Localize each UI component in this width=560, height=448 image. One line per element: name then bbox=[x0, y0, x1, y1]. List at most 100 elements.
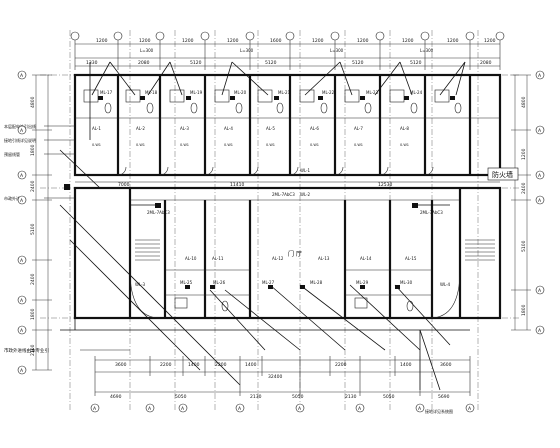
dim-right-3: 2400 bbox=[521, 182, 527, 194]
axis-letter: A bbox=[20, 73, 24, 79]
dim-top-outer-5: 1600 bbox=[270, 38, 282, 44]
axis-letter: A bbox=[538, 288, 542, 294]
axis-letter: A bbox=[20, 368, 24, 374]
ml-label: ML-29 bbox=[356, 280, 369, 285]
axis-letter: A bbox=[20, 128, 24, 134]
dim-top-inner-6: 5120 bbox=[410, 60, 422, 66]
axis-letter: A bbox=[538, 328, 542, 334]
top-dimensions: 1200 1200 1200 1200 1600 1200 1200 1200 … bbox=[74, 38, 501, 70]
axis-letter: A bbox=[20, 198, 24, 204]
ml-label: ML-26 bbox=[213, 280, 226, 285]
level-note-1: L=300 bbox=[140, 48, 154, 53]
dim-bottom-r2-5: 2130 bbox=[345, 394, 357, 400]
axis-letter: A bbox=[538, 198, 542, 204]
box-label: 2ML-7AbC3 bbox=[147, 210, 170, 215]
ml-label: ML-17 bbox=[100, 90, 113, 95]
dim-right-5: 1800 bbox=[521, 304, 527, 316]
room-note: 0.W1 bbox=[310, 143, 319, 147]
dim-top-inner-2: 2080 bbox=[138, 60, 150, 66]
axis-letter: A bbox=[93, 406, 97, 412]
ml-label: ML-20 bbox=[234, 90, 247, 95]
room-note: 0.W1 bbox=[224, 143, 233, 147]
dim-top-inner-1: 1330 bbox=[86, 60, 98, 66]
dim-bottom-total: 32400 bbox=[268, 374, 282, 380]
ml-label: ML-21 bbox=[278, 90, 291, 95]
wiring bbox=[59, 61, 470, 391]
dim-bottom-2: 2200 bbox=[160, 362, 172, 368]
axis-letter: A bbox=[538, 73, 542, 79]
left-notes: 本层配电箱引出线 接地引线详见说明 预留线管 市政外进线 市政外进线由本专业引 bbox=[4, 123, 130, 354]
electrical-boxes bbox=[64, 96, 455, 289]
room-note: 0.W1 bbox=[92, 143, 101, 147]
al-label: AL-1 bbox=[92, 126, 101, 131]
al-label: AL-10 bbox=[185, 256, 197, 261]
dim-right-1: 4800 bbox=[521, 96, 527, 108]
room-note: 0.W1 bbox=[266, 143, 275, 147]
ml-label: ML-23 bbox=[366, 90, 379, 95]
wl-label: WL-3 bbox=[135, 282, 146, 287]
corridor-dim-2: 11410 bbox=[230, 182, 244, 188]
al-label: AL-7 bbox=[354, 126, 363, 131]
dim-left-5: 2400 bbox=[30, 273, 36, 285]
dim-left-7: 2100 bbox=[30, 344, 36, 356]
dim-top-inner-3: 5120 bbox=[190, 60, 202, 66]
axis-letter: A bbox=[20, 298, 24, 304]
dim-left-2: 1800 bbox=[30, 144, 36, 156]
al-label: AL-11 bbox=[212, 256, 224, 261]
al-label: AL-6 bbox=[310, 126, 319, 131]
fire-wall-label: 防火墙 bbox=[492, 170, 513, 179]
note-left-1: 本层配电箱引出线 bbox=[4, 123, 36, 129]
dim-bottom-5: 1400 bbox=[245, 362, 257, 368]
axis-letter: A bbox=[468, 406, 472, 412]
dim-bottom-r2-2: 5050 bbox=[175, 394, 187, 400]
note-bottom-left: 市政外进线由本专业引 bbox=[4, 347, 49, 354]
left-dimensions: 4800 1800 2400 5100 2400 1800 2100 bbox=[30, 74, 52, 371]
dim-top-inner-7: 2080 bbox=[480, 60, 492, 66]
room-note: 0.W1 bbox=[354, 143, 363, 147]
al-label: AL-15 bbox=[405, 256, 417, 261]
al-label: AL-8 bbox=[400, 126, 409, 131]
dim-left-4: 5100 bbox=[30, 223, 36, 235]
dim-top-inner-4: 5120 bbox=[265, 60, 277, 66]
wl-label: WL-4 bbox=[440, 282, 451, 287]
ml-label: ML-19 bbox=[190, 90, 203, 95]
dim-left-1: 4800 bbox=[30, 96, 36, 108]
dim-bottom-6: 2200 bbox=[335, 362, 347, 368]
ml-label: ML-22 bbox=[322, 90, 335, 95]
axis-letter: A bbox=[148, 406, 152, 412]
dim-top-outer-3: 1200 bbox=[182, 38, 194, 44]
corridor-dim-3: 12530 bbox=[378, 182, 392, 188]
dim-top-outer-1: 1200 bbox=[96, 38, 108, 44]
north-labels: ML-17 ML-18 ML-19 ML-20 ML-21 ML-22 ML-2… bbox=[92, 90, 423, 147]
hall-label: 门 厅 bbox=[288, 250, 302, 258]
room-note: 0.W1 bbox=[400, 143, 409, 147]
level-note-4: L=300 bbox=[420, 48, 434, 53]
dim-bottom-1: 3600 bbox=[115, 362, 127, 368]
dim-top-outer-8: 1200 bbox=[402, 38, 414, 44]
axis-letter: A bbox=[238, 406, 242, 412]
box-label: 2ML-7AbC3 bbox=[272, 192, 295, 197]
dim-right-2: 1200 bbox=[521, 148, 527, 160]
dim-bottom-8: 3600 bbox=[440, 362, 452, 368]
dim-bottom-7: 1400 bbox=[400, 362, 412, 368]
note-left-3: 预留线管 bbox=[4, 151, 20, 157]
note-left-4: 市政外进线 bbox=[4, 195, 24, 201]
axis-letter: A bbox=[20, 173, 24, 179]
axis-letter: A bbox=[20, 328, 24, 334]
corridor-dim-1: 7000 bbox=[118, 182, 130, 188]
dim-top-outer-6: 1200 bbox=[312, 38, 324, 44]
dim-left-6: 1800 bbox=[30, 308, 36, 320]
room-note: 0.W1 bbox=[136, 143, 145, 147]
axis-letter: A bbox=[538, 128, 542, 134]
axis-bubble-letters: A A A A A A A A A A A A A A A A A A A A … bbox=[20, 73, 542, 412]
dim-bottom-3: 1400 bbox=[188, 362, 200, 368]
al-label: AL-4 bbox=[224, 126, 233, 131]
dim-bottom-r2-6: 5050 bbox=[383, 394, 395, 400]
axis-letter: A bbox=[181, 406, 185, 412]
note-bottom-right: 接地详见系统图 bbox=[425, 408, 453, 414]
corridor-labels: 7000 11410 12530 WL-1 WL-2 WL-3 WL-4 防火墙… bbox=[118, 167, 519, 287]
dim-top-outer-10: 1200 bbox=[484, 38, 496, 44]
dim-bottom-4: 2200 bbox=[215, 362, 227, 368]
room-note: 0.W1 bbox=[180, 143, 189, 147]
